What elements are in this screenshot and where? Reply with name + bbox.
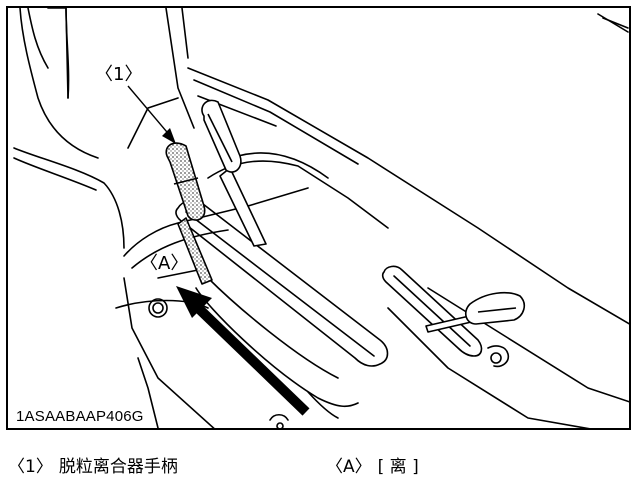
figure-legend: 〈1〉脱粒离合器手柄 〈A〉[ 离 ] — [0, 452, 640, 477]
clutch-lever-secondary — [201, 99, 267, 247]
callout-1-leader — [127, 85, 176, 144]
legend-item-lever: 〈1〉脱粒离合器手柄 — [8, 452, 178, 477]
lever-drawing — [13, 8, 629, 428]
legend-text: 脱粒离合器手柄 — [58, 457, 178, 477]
callout-label-a: 〈A〉 — [140, 253, 189, 274]
technical-illustration: 〈1〉 〈A〉 1ASAABAAP406G — [6, 6, 631, 430]
direction-arrow-a — [176, 286, 310, 416]
legend-item-direction: 〈A〉[ 离 ] — [326, 452, 419, 477]
threshing-clutch-lever — [165, 142, 213, 285]
legend-mark: 〈1〉 — [8, 457, 53, 477]
legend-mark: 〈A〉 — [326, 457, 372, 477]
side-lever — [425, 291, 526, 333]
callout-label-1: 〈1〉 — [95, 64, 143, 85]
legend-text: [ 离 ] — [377, 457, 419, 477]
figure-identifier: 1ASAABAAP406G — [16, 408, 144, 425]
